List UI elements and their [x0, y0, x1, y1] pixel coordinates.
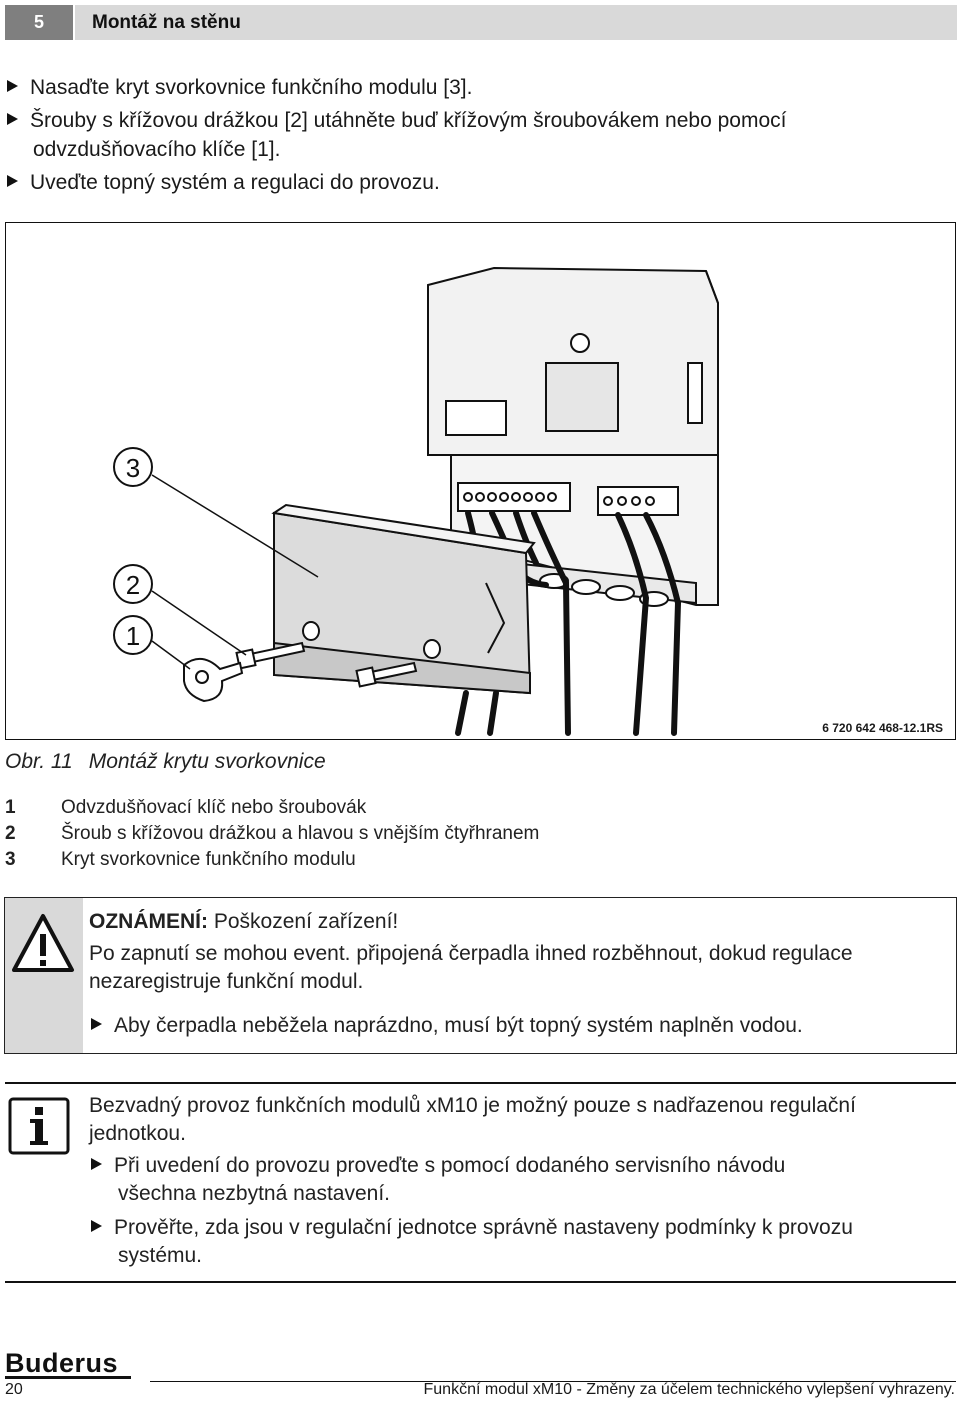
- info-top-rule: [5, 1082, 956, 1084]
- footer-rule: [150, 1381, 956, 1382]
- info-bullet-2-cont: systému.: [118, 1244, 203, 1267]
- bullet-arrow-icon: [7, 113, 18, 125]
- notice-line-2: nezaregistruje funkční modul.: [89, 970, 364, 993]
- brand-logo: Buderus: [5, 1348, 119, 1378]
- section-title: Montáž na stěnu: [92, 12, 241, 33]
- notice-line-1: Po zapnutí se mohou event. připojená čer…: [89, 942, 853, 965]
- info-line-1: Bezvadný provoz funkčních modulů xM10 je…: [89, 1094, 856, 1117]
- bullet-arrow-icon: [7, 175, 18, 187]
- section-header-bar: [75, 5, 957, 40]
- step-1: Nasaďte kryt svorkovnice funkčního modul…: [7, 74, 472, 102]
- info-bullet-1: Při uvedení do provozu proveďte s pomocí…: [91, 1152, 785, 1180]
- brand-underline: [5, 1376, 131, 1379]
- caption-text: Montáž krytu svorkovnice: [88, 750, 326, 773]
- step-3: Uveďte topný systém a regulaci do provoz…: [7, 169, 440, 197]
- info-bullet-2: Prověřte, zda jsou v regulační jednotce …: [91, 1214, 853, 1242]
- notice-label: OZNÁMENÍ:: [89, 910, 208, 933]
- notice-headline: OZNÁMENÍ: Poškození zařízení!: [89, 910, 399, 933]
- bullet-arrow-icon: [91, 1220, 102, 1232]
- figure-caption: Obr. 11 Montáž krytu svorkovnice: [5, 750, 326, 774]
- terminal-cover-illustration: 3 2 1: [113, 266, 719, 736]
- page-number: 20: [5, 1381, 23, 1398]
- info-bullet-1-cont: všechna nezbytná nastavení.: [118, 1182, 391, 1205]
- section-number: 5: [5, 5, 73, 40]
- step-2: Šrouby s křížovou drážkou [2] utáhněte b…: [7, 107, 786, 135]
- notice-box: [4, 897, 957, 1054]
- info-bottom-rule: [5, 1281, 956, 1283]
- footer-text: Funkční modul xM10 - Změny za účelem tec…: [423, 1381, 956, 1398]
- notice-bullet: Aby čerpadla neběžela naprázdno, musí bý…: [91, 1012, 803, 1040]
- figure-frame: 3 2 1 6 720 642 468-12.1RS: [5, 222, 956, 740]
- figure-code: 6 720 642 468-12.1RS: [822, 721, 943, 735]
- step-2-continued: odvzdušňovacího klíče [1].: [33, 138, 281, 161]
- bullet-arrow-icon: [7, 80, 18, 92]
- warning-icon: [12, 914, 74, 972]
- caption-prefix: Obr. 11: [5, 750, 73, 773]
- bullet-arrow-icon: [91, 1018, 102, 1030]
- info-line-2: jednotkou.: [89, 1122, 186, 1145]
- callout-1: 1: [126, 621, 140, 651]
- callout-3: 3: [126, 453, 140, 483]
- info-icon: [8, 1097, 70, 1155]
- bullet-arrow-icon: [91, 1158, 102, 1170]
- callout-2: 2: [126, 570, 140, 600]
